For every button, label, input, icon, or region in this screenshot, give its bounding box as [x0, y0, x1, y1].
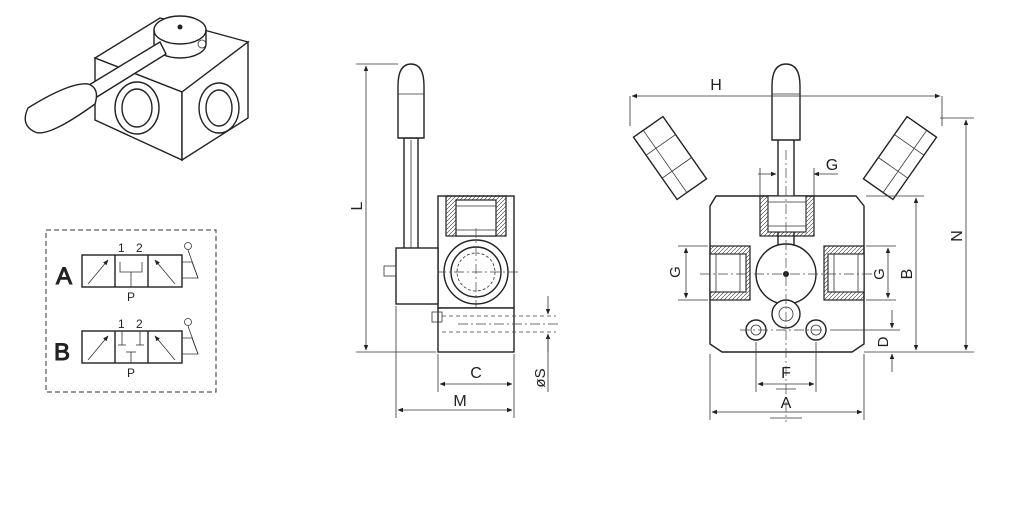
variant-a-port-1: 1 [118, 241, 125, 255]
iso-port-right [198, 82, 240, 134]
front-view: H G G G B N D F [629, 63, 974, 422]
dim-label-m: M [453, 393, 466, 410]
variant-b-port-p: P [127, 366, 135, 380]
variant-a-port-p: P [127, 290, 135, 304]
schematic-box: A 1 2 P B [45, 229, 217, 393]
iso-lever-handle [24, 83, 98, 134]
iso-port-left [114, 81, 160, 135]
side-hub [395, 247, 439, 305]
front-handle-left [632, 115, 708, 201]
front-lever-knob [771, 63, 801, 141]
side-base [437, 307, 515, 353]
isometric-view [24, 15, 250, 162]
dim-label-d: D [875, 336, 892, 347]
dim-label-l: L [349, 201, 366, 210]
side-lever-knob [397, 63, 425, 139]
iso-right-face [181, 40, 249, 162]
variant-a-port-2: 2 [136, 241, 143, 255]
dim-label-g-left: G [667, 266, 684, 278]
schematic-variant-a: A 1 2 P [56, 241, 199, 304]
variant-b-label: B [54, 339, 70, 366]
front-handle-right [862, 115, 938, 201]
dim-label-a: A [781, 395, 792, 412]
variant-b-port-2: 2 [136, 317, 143, 331]
dim-label-s: øS [532, 368, 549, 387]
variant-a-label: A [56, 263, 72, 290]
dim-label-b: B [899, 269, 916, 280]
schematic-variant-b: B 1 2 P [54, 317, 199, 380]
dim-label-h: H [710, 77, 722, 94]
side-view: L C M øS [349, 63, 560, 418]
dim-label-g-right: G [871, 268, 888, 280]
variant-b-port-1: 1 [118, 317, 125, 331]
dim-label-c: C [470, 365, 482, 382]
dim-label-g-top: G [826, 157, 838, 174]
dim-label-n: N [949, 230, 966, 242]
dim-label-f: F [781, 365, 791, 382]
